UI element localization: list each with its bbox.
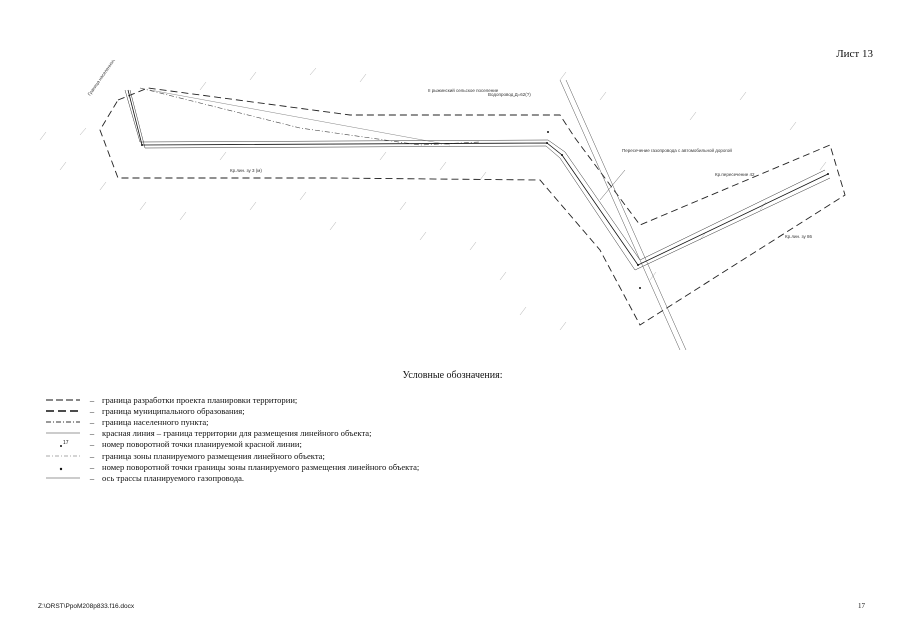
turning-points [141, 131, 829, 289]
legend-text: граница зоны планируемого размещения лин… [102, 450, 325, 461]
road-line [559, 79, 681, 351]
map-label-far-right: Кр.лин. зу 86 [785, 234, 813, 239]
dash-dot-thin-symbol [44, 451, 82, 461]
legend: – граница разработки проекта планировки … [44, 394, 644, 484]
legend-item: – красная линия – граница территории для… [44, 428, 644, 439]
legend-text: номер поворотной точки границы зоны план… [102, 461, 420, 472]
legend-item: – граница муниципального образования; [44, 405, 644, 416]
dash-dot-symbol [44, 417, 82, 427]
footer-path: Z:\ORST\PpoM208p833.f16.docx [38, 603, 135, 610]
legend-dash: – [89, 405, 95, 416]
legend-dash: – [89, 416, 95, 427]
settlement-boundary [139, 87, 481, 146]
map-label-settlement: II рыжинский сельское поселение [428, 87, 499, 93]
dash-long-symbol [44, 395, 82, 405]
legend-dash: – [89, 428, 95, 439]
legend-item: – граница разработки проекта планировки … [44, 394, 644, 405]
legend-text: красная линия – граница территории для р… [102, 428, 372, 439]
legend-dash: – [89, 461, 95, 472]
map-label-mid-left: Кр.лин. зу 3 (м) [230, 168, 262, 173]
legend-text: граница муниципального образования; [102, 405, 245, 416]
point-number-symbol: 17 [44, 439, 82, 449]
legend-dash: – [89, 394, 95, 405]
thin-solid-symbol [44, 428, 82, 438]
page-number: 17 [858, 602, 865, 610]
legend-dash: – [89, 439, 95, 450]
map-label-callout: Пересечение газопровода с автомобильной … [622, 147, 732, 153]
legend-text: граница разработки проекта планировки те… [102, 394, 298, 405]
planning-drawing: II рыжинский сельское поселение Водопров… [39, 60, 846, 351]
legend-item: 17 – номер поворотной точки планируемой … [44, 439, 644, 450]
project-boundary [99, 87, 846, 326]
legend-text: номер поворотной точки планируемой красн… [102, 439, 302, 450]
dash-long-bold-symbol [44, 406, 82, 416]
pipeline-axis [127, 89, 829, 266]
axis-line-symbol [44, 473, 82, 483]
legend-item: – граница населенного пункта; [44, 416, 644, 427]
legend-item: – граница зоны планируемого размещения л… [44, 450, 644, 461]
sheet-label: Лист 13 [836, 48, 873, 60]
survey-marks [39, 67, 827, 331]
point-number-label: 17 [63, 440, 69, 446]
legend-title: Условные обозначения: [402, 370, 503, 381]
legend-item: – ось трассы планируемого газопровода. [44, 472, 644, 483]
legend-dash: – [89, 450, 95, 461]
legend-text: граница населенного пункта; [102, 416, 209, 427]
legend-item: – номер поворотной точки границы зоны пл… [44, 461, 644, 472]
point-dot-symbol [44, 462, 82, 472]
red-lines [124, 89, 831, 271]
map-label-left-top: Граница населенного пункта [87, 60, 126, 97]
map-label-lower-right: Кр.пересечение 42 [715, 172, 755, 177]
map-label-top-tag: Водопровод Д=62(?) [488, 92, 531, 97]
legend-text: ось трассы планируемого газопровода. [102, 472, 245, 483]
legend-dash: – [89, 472, 95, 483]
